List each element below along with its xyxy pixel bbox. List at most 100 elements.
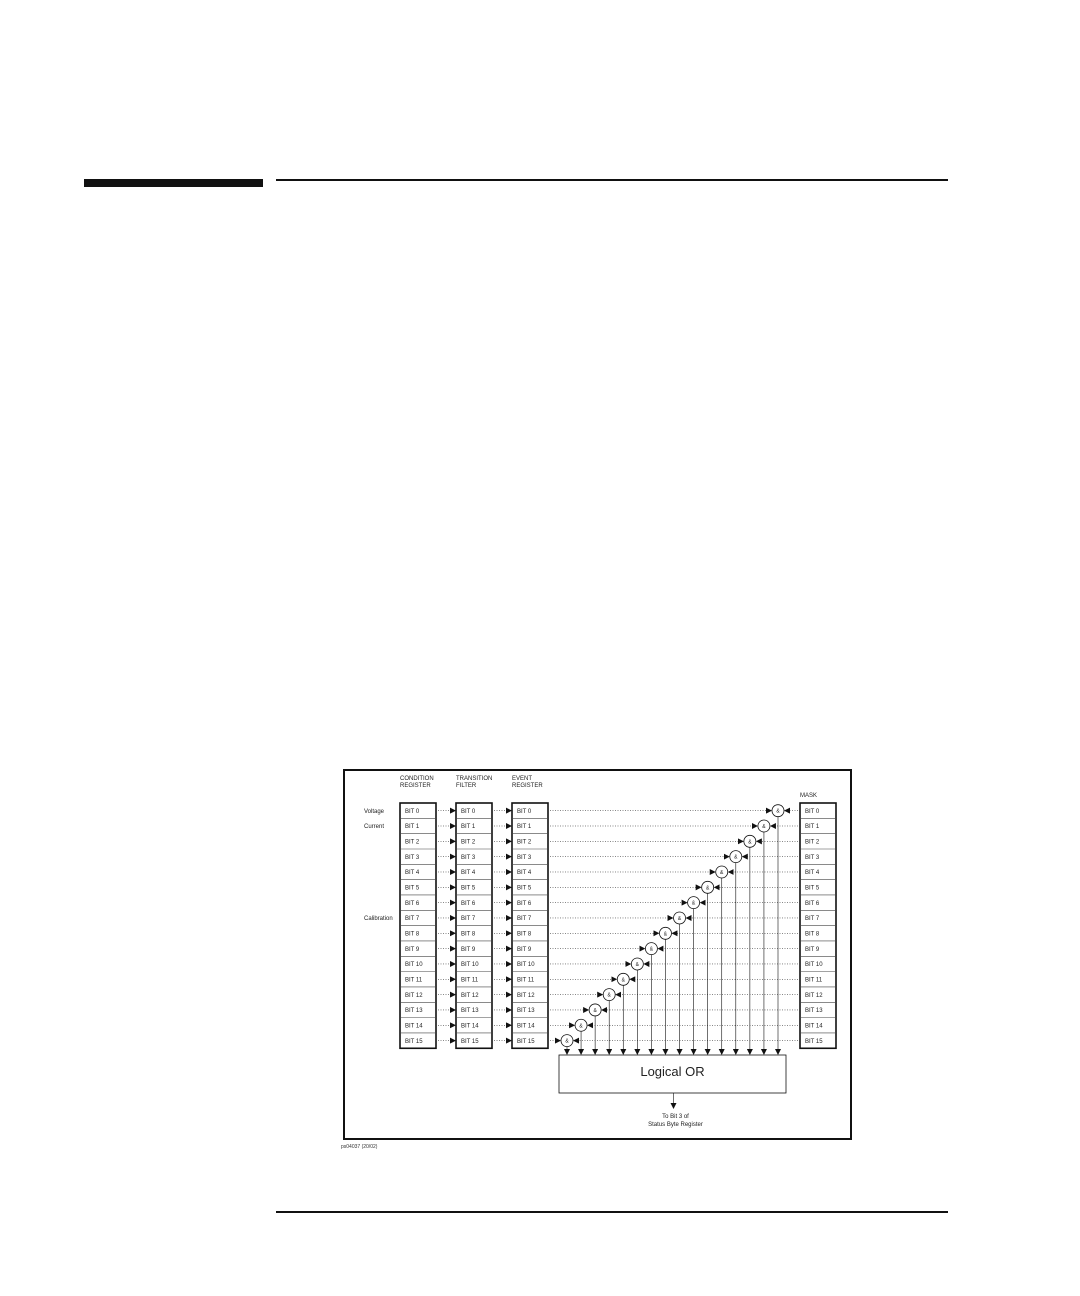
condition-bit-label: BIT 3 (405, 855, 420, 861)
mask-bit-label: BIT 13 (805, 1008, 823, 1014)
event-bit-label: BIT 10 (517, 962, 535, 968)
event-bit-label: BIT 12 (517, 993, 535, 999)
output-label-line: Status Byte Register (648, 1122, 703, 1128)
transition-bit-label: BIT 15 (461, 1039, 479, 1045)
mask-bit-label: BIT 6 (805, 901, 820, 907)
condition-header-line: CONDITION (400, 776, 434, 782)
and-gate-symbol: & (608, 993, 612, 999)
condition-bit-label: BIT 11 (405, 977, 423, 983)
and-gate (757, 819, 771, 833)
condition-bit-label: BIT 6 (405, 901, 420, 907)
condition-bit-label: BIT 14 (405, 1023, 423, 1029)
condition-bit-label: BIT 7 (405, 916, 420, 922)
condition-bit-label: BIT 0 (405, 809, 420, 815)
event-bit-label: BIT 0 (517, 809, 532, 815)
mask-bit-label: BIT 2 (805, 840, 820, 846)
mask-bit-label: BIT 11 (805, 977, 823, 983)
condition-bit-label: BIT 1 (405, 824, 420, 830)
event-bit-label: BIT 2 (517, 840, 532, 846)
event-bit-label: BIT 3 (517, 855, 532, 861)
event-bit-label: BIT 11 (517, 977, 535, 983)
transition-bit-label: BIT 4 (461, 870, 476, 876)
status-register-diagram: CONDITIONREGISTERTRANSITIONFILTEREVENTRE… (364, 776, 837, 1128)
transition-bit-label: BIT 9 (461, 947, 476, 953)
event-header-line: REGISTER (512, 783, 543, 789)
side-label: Current (364, 824, 384, 830)
transition-header-line: TRANSITION (456, 776, 492, 782)
event-header-line: EVENT (512, 776, 532, 782)
condition-bit-label: BIT 9 (405, 947, 420, 953)
transition-bit-label: BIT 1 (461, 824, 476, 830)
mask-bit-label: BIT 14 (805, 1023, 823, 1029)
transition-bit-label: BIT 8 (461, 932, 476, 938)
transition-bit-label: BIT 6 (461, 901, 476, 907)
and-gate-symbol: & (762, 824, 766, 830)
mask-bit-label: BIT 4 (805, 870, 820, 876)
mask-bit-label: BIT 0 (805, 809, 820, 815)
condition-bit-label: BIT 8 (405, 932, 420, 938)
transition-header-line: FILTER (456, 783, 477, 789)
and-gate (673, 911, 686, 925)
event-bit-label: BIT 4 (517, 870, 532, 876)
and-gate-symbol: & (734, 855, 738, 861)
transition-bit-label: BIT 5 (461, 886, 476, 892)
and-gate-symbol: & (776, 809, 780, 815)
transition-bit-label: BIT 0 (461, 809, 476, 815)
event-bit-label: BIT 7 (517, 916, 532, 922)
event-bit-label: BIT 14 (517, 1023, 535, 1029)
event-bit-label: BIT 8 (517, 932, 532, 938)
and-gate-symbol: & (678, 916, 682, 922)
and-gate-symbol: & (706, 885, 710, 891)
and-gate-symbol: & (650, 947, 654, 953)
transition-bit-label: BIT 14 (461, 1023, 479, 1029)
condition-header-line: REGISTER (400, 783, 431, 789)
mask-bit-label: BIT 5 (805, 886, 820, 892)
footer-rule (276, 1211, 948, 1213)
mask-bit-label: BIT 3 (805, 855, 820, 861)
mask-bit-label: BIT 7 (805, 916, 820, 922)
condition-bit-label: BIT 10 (405, 962, 423, 968)
side-label: Calibration (364, 916, 393, 922)
mask-bit-label: BIT 12 (805, 993, 823, 999)
event-bit-label: BIT 5 (517, 886, 532, 892)
condition-bit-label: BIT 4 (405, 870, 420, 876)
mask-bit-label: BIT 15 (805, 1039, 823, 1045)
transition-bit-label: BIT 7 (461, 916, 476, 922)
transition-bit-label: BIT 13 (461, 1008, 479, 1014)
header-rule (276, 179, 948, 181)
and-gate (616, 972, 630, 986)
logical-or-label: Logical OR (640, 1064, 704, 1079)
condition-bit-label: BIT 2 (405, 840, 420, 846)
event-bit-label: BIT 13 (517, 1008, 535, 1014)
transition-bit-label: BIT 2 (461, 840, 476, 846)
and-gate-symbol: & (664, 931, 668, 937)
condition-bit-label: BIT 12 (405, 993, 423, 999)
output-label-line: To Bit 3 of (662, 1114, 689, 1120)
logical-or-box (558, 1054, 787, 1094)
mask-bit-label: BIT 9 (805, 947, 820, 953)
side-label: Voltage (364, 809, 385, 815)
mask-bit-label: BIT 10 (805, 962, 823, 968)
and-gate-symbol: & (720, 870, 724, 876)
condition-bit-label: BIT 15 (405, 1039, 423, 1045)
transition-bit-label: BIT 3 (461, 855, 476, 861)
event-bit-label: BIT 15 (517, 1039, 535, 1045)
header-thick-rule (84, 179, 263, 187)
figure-id: ps04037 (20/02) (341, 1144, 378, 1150)
event-bit-label: BIT 1 (517, 824, 532, 830)
and-gate (771, 804, 785, 818)
and-gate-symbol: & (622, 977, 626, 983)
and-gate-symbol: & (593, 1008, 597, 1014)
condition-bit-label: BIT 5 (405, 886, 420, 892)
and-gate-symbol: & (748, 839, 752, 845)
mask-header-line: MASK (800, 793, 817, 799)
and-gate (715, 865, 729, 879)
transition-bit-label: BIT 12 (461, 993, 479, 999)
and-gate-symbol: & (692, 901, 696, 907)
and-gate-symbol: & (579, 1023, 583, 1029)
mask-bit-label: BIT 8 (805, 932, 820, 938)
and-gate-symbol: & (565, 1039, 569, 1045)
event-bit-label: BIT 9 (517, 947, 532, 953)
condition-bit-label: BIT 13 (405, 1008, 423, 1014)
mask-bit-label: BIT 1 (805, 824, 820, 830)
